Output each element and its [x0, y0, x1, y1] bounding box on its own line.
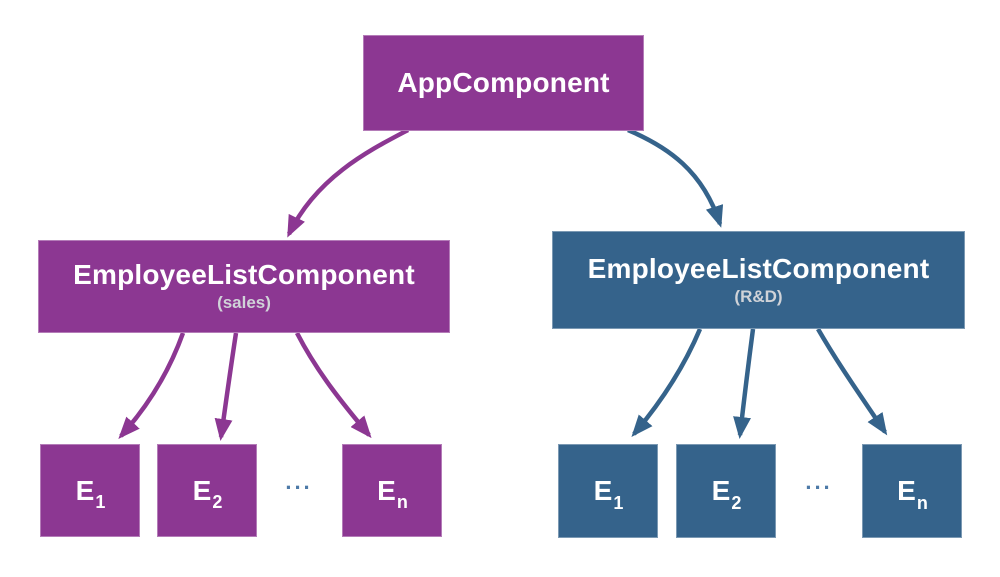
node-rnd-employee-2: E2 — [676, 444, 776, 538]
arrow-app-to-sales-list — [286, 128, 410, 238]
arrow-sales-to-e1 — [118, 332, 186, 439]
employee-list-sales-subtitle: (sales) — [217, 293, 271, 313]
employee-label: E2 — [711, 475, 742, 513]
node-sales-employee-n: En — [342, 444, 442, 537]
employee-label: En — [897, 475, 928, 513]
node-sales-employee-1: E1 — [40, 444, 140, 537]
ellipsis-rnd: ... — [805, 469, 833, 494]
node-sales-employee-2: E2 — [157, 444, 257, 537]
arrow-rnd-to-e1 — [631, 328, 703, 438]
node-rnd-employee-1: E1 — [558, 444, 658, 538]
employee-label: E1 — [75, 474, 106, 513]
arrow-sales-to-en — [294, 331, 372, 439]
employee-label: En — [377, 474, 408, 513]
app-component-title: AppComponent — [397, 66, 610, 98]
node-employee-list-sales: EmployeeListComponent (sales) — [38, 240, 450, 333]
employee-list-sales-title: EmployeeListComponent — [73, 259, 415, 291]
arrow-sales-to-e2 — [214, 332, 239, 441]
node-app-component: AppComponent — [363, 35, 644, 131]
arrow-rnd-to-e2 — [733, 328, 756, 439]
node-employee-list-rnd: EmployeeListComponent (R&D) — [552, 231, 965, 329]
arrow-app-to-rnd-list — [627, 127, 724, 228]
employee-list-rnd-title: EmployeeListComponent — [587, 252, 930, 284]
node-rnd-employee-n: En — [862, 444, 962, 538]
employee-list-rnd-subtitle: (R&D) — [734, 286, 783, 306]
employee-label: E2 — [192, 474, 223, 513]
arrow-rnd-to-en — [816, 327, 888, 436]
ellipsis-sales: ... — [285, 469, 313, 494]
employee-label: E1 — [593, 475, 624, 513]
